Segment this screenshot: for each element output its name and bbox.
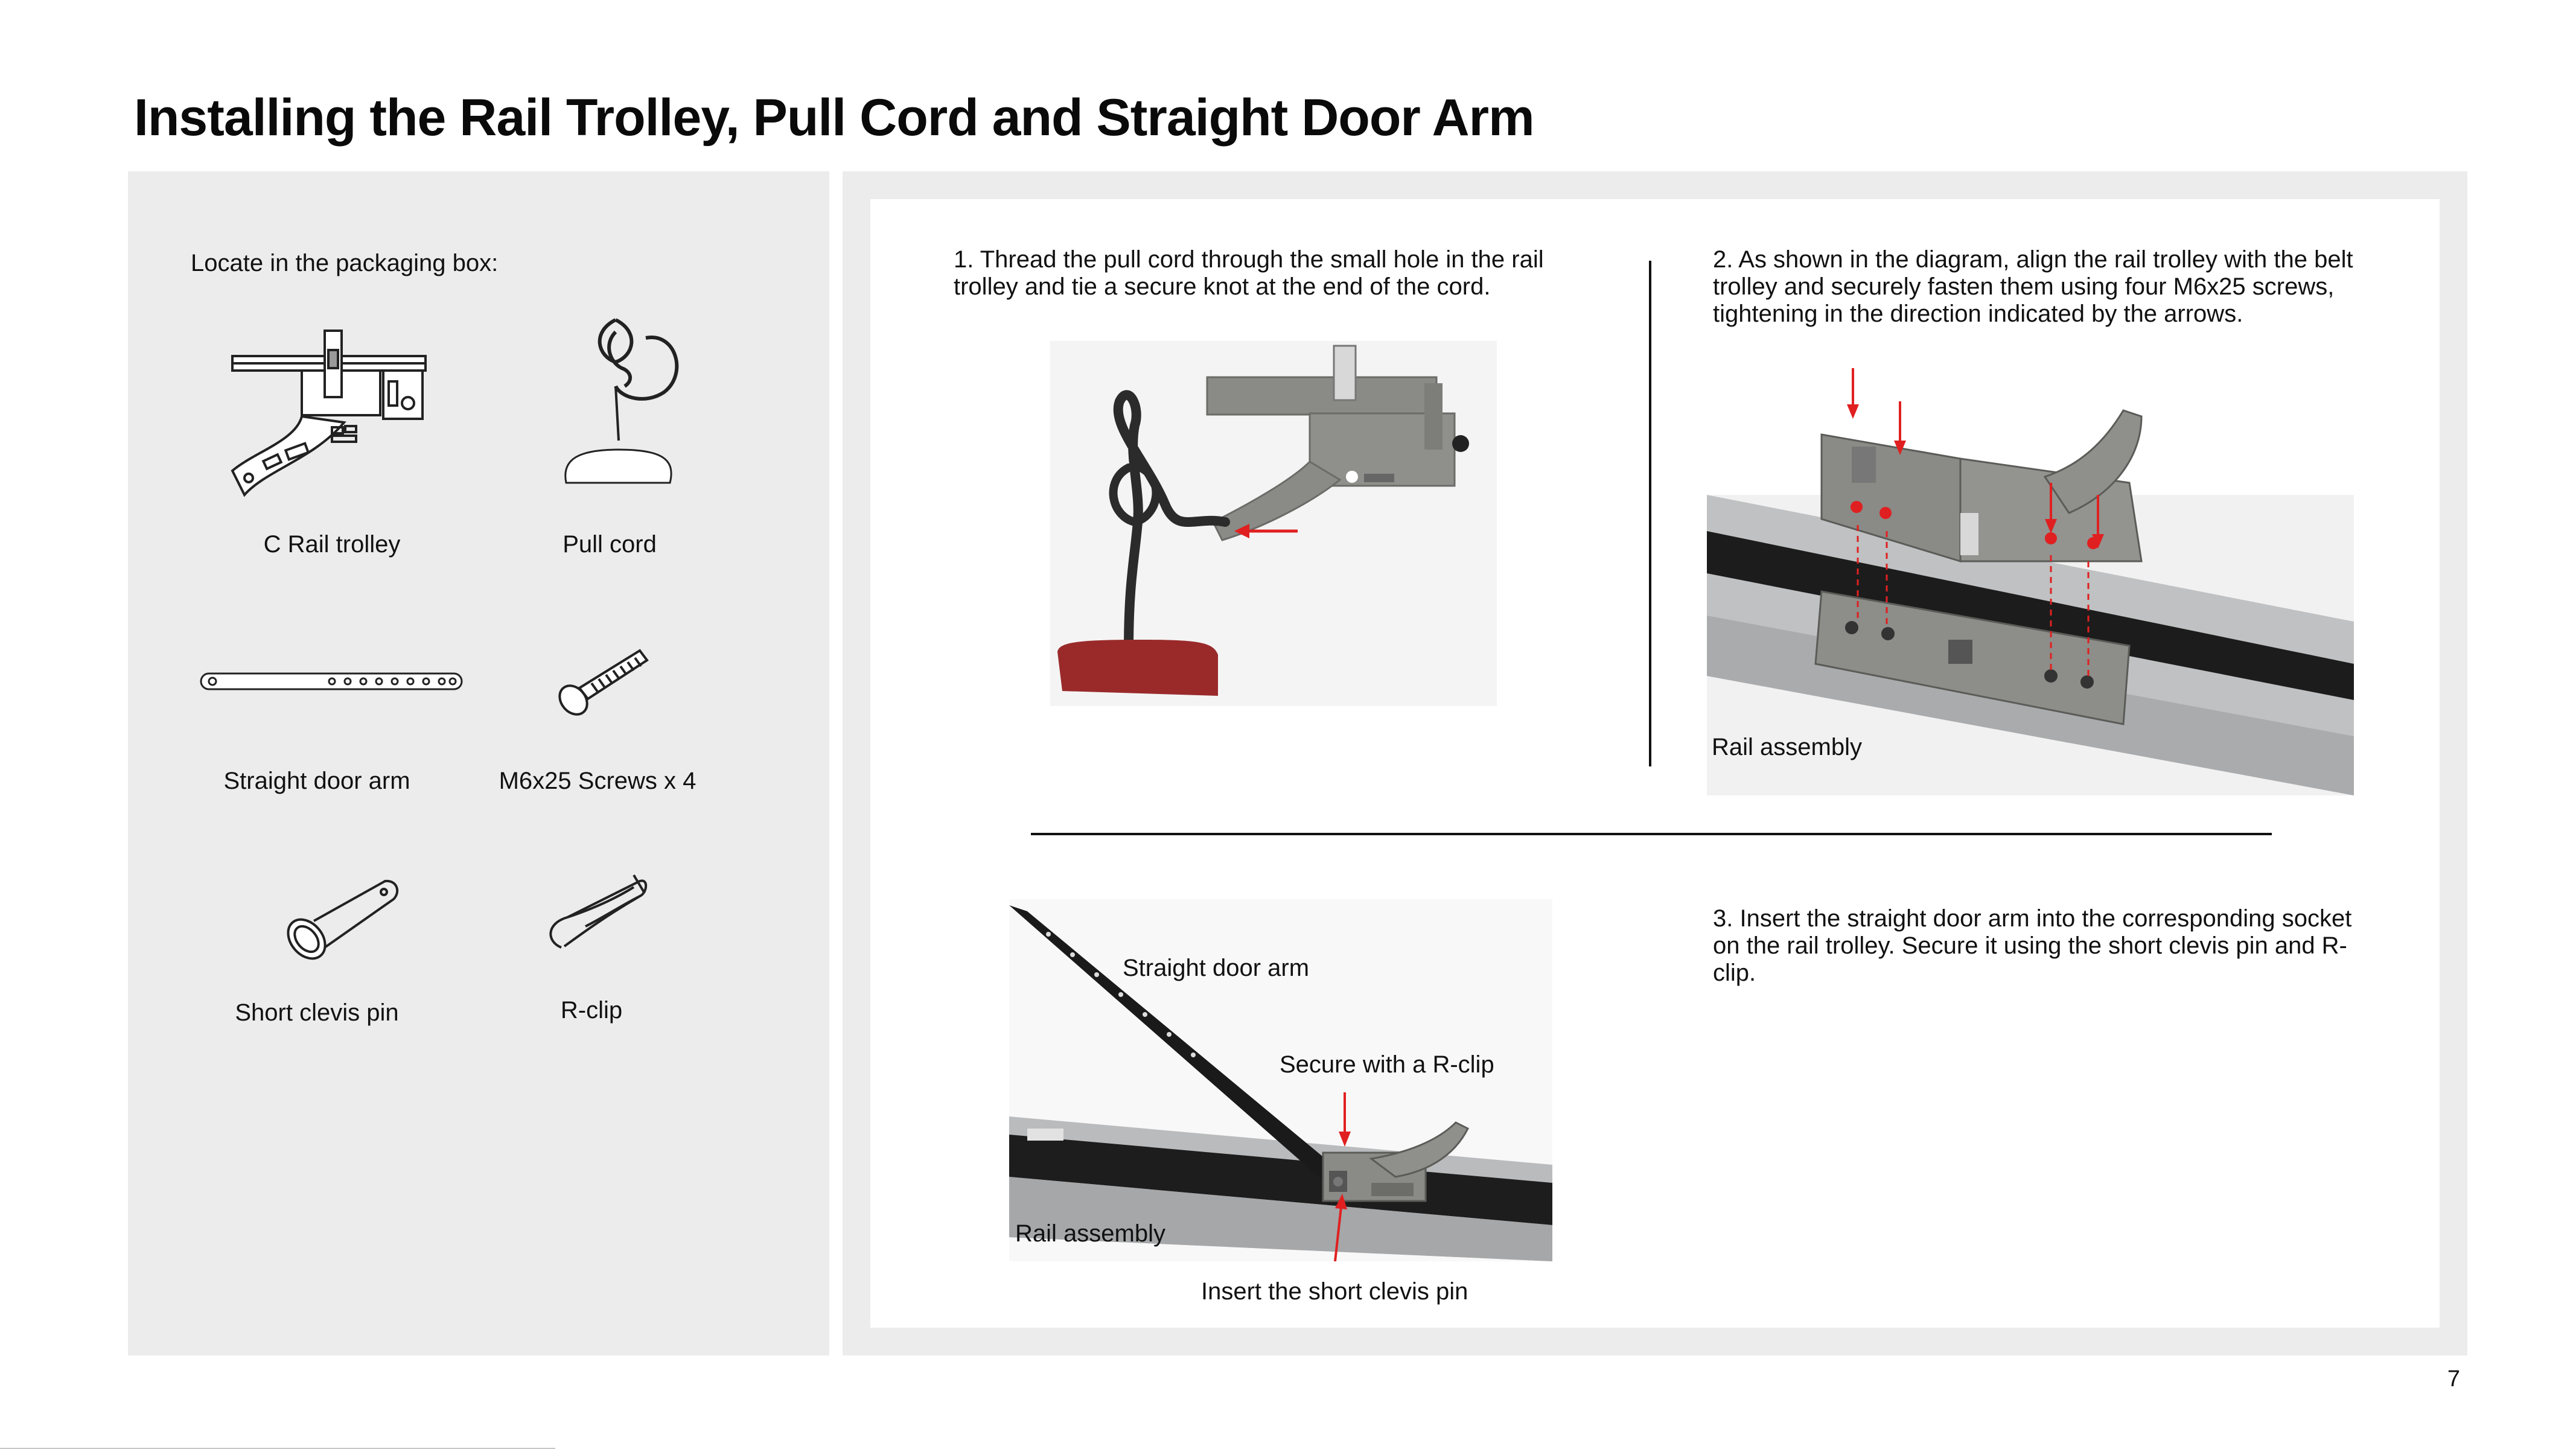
step-3-rail-label: Rail assembly — [1015, 1220, 1165, 1247]
bottom-rule — [0, 1448, 555, 1449]
rail-assembly-illustration — [1707, 368, 2354, 795]
clevis-pin-icon — [287, 879, 399, 960]
vertical-divider — [1649, 261, 1651, 766]
step-3-rclip-label: Secure with a R-clip — [1280, 1051, 1494, 1078]
page-title: Installing the Rail Trolley, Pull Cord a… — [134, 89, 1535, 147]
step-2-text: 2. As shown in the diagram, align the ra… — [1713, 246, 2353, 327]
r-clip-icon — [549, 874, 648, 949]
step-3-arm-label: Straight door arm — [1123, 955, 1310, 981]
pull-cord-icon — [564, 318, 679, 484]
screw-icon — [558, 649, 649, 716]
part-label-r-clip: R-clip — [560, 997, 623, 1024]
part-label-clevis-pin: Short clevis pin — [235, 999, 399, 1026]
straight-door-arm-icon — [200, 672, 463, 690]
door-arm-illustration — [1009, 899, 1552, 1262]
parts-heading: Locate in the packaging box: — [191, 250, 499, 276]
part-label-pull-cord: Pull cord — [563, 531, 657, 558]
part-label-rail-trolley: C Rail trolley — [263, 531, 401, 558]
part-label-straight-door-arm: Straight door arm — [223, 768, 410, 794]
step-1-text: 1. Thread the pull cord through the smal… — [954, 246, 1544, 300]
part-label-screw: M6x25 Screws x 4 — [499, 768, 697, 794]
pull-cord-trolley-illustration — [1057, 345, 1469, 696]
step-3-photo — [1009, 899, 1552, 1262]
step-2-rail-label: Rail assembly — [1712, 734, 1862, 760]
page-number: 7 — [2447, 1366, 2460, 1392]
step-1-photo — [1050, 341, 1497, 706]
rail-trolley-icon — [231, 330, 427, 497]
step-3-text: 3. Insert the straight door arm into the… — [1713, 905, 2352, 986]
step-2-photo — [1707, 362, 2354, 795]
step-3-pin-label: Insert the short clevis pin — [1201, 1278, 1468, 1305]
horizontal-divider — [1031, 833, 2272, 835]
